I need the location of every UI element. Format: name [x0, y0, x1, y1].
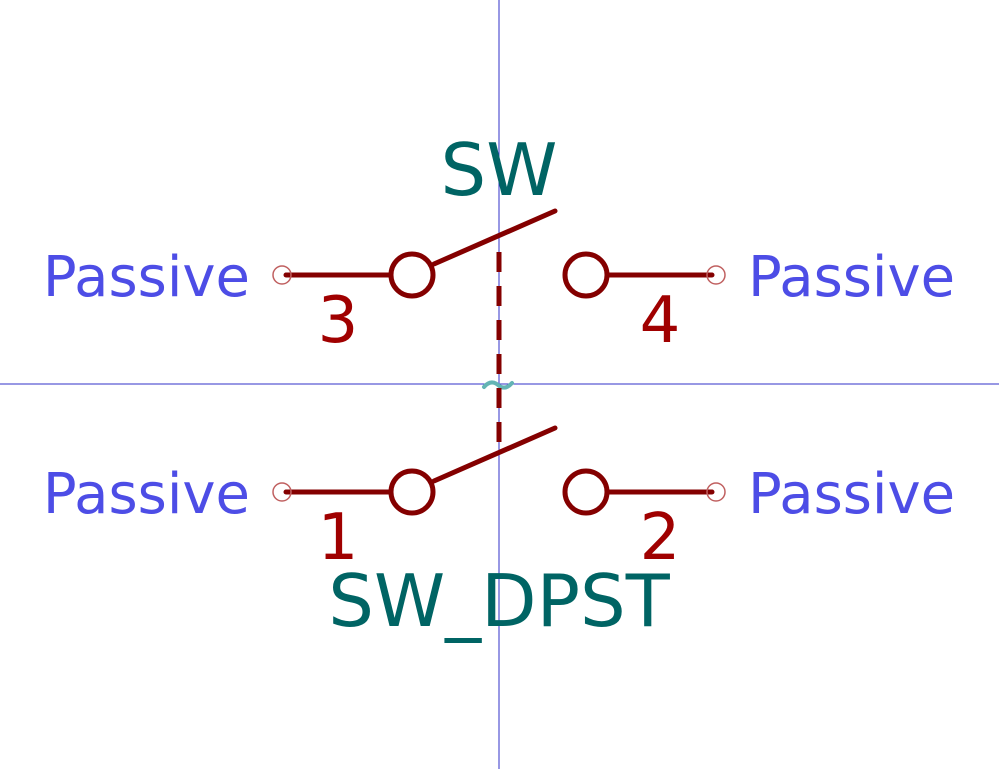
pin-2-number: 2: [640, 501, 681, 575]
reference-field[interactable]: SW: [441, 128, 558, 212]
pin-4-type: Passive: [748, 245, 955, 310]
pin-3-type: Passive: [43, 245, 250, 310]
lever-bottom: [431, 425, 558, 484]
lever-top: [431, 208, 558, 267]
pin-3-end[interactable]: [272, 265, 292, 285]
contact-4: [562, 251, 610, 299]
pin-1-number: 1: [318, 501, 359, 575]
pin-1-end[interactable]: [272, 482, 292, 502]
pin-4-end[interactable]: [706, 265, 726, 285]
contact-1: [388, 468, 436, 516]
origin-marker-icon: [482, 380, 514, 390]
pin-3-number: 3: [318, 284, 359, 358]
value-field[interactable]: SW_DPST: [328, 559, 670, 643]
contact-3: [388, 251, 436, 299]
pin-2-end[interactable]: [706, 482, 726, 502]
contact-2: [562, 468, 610, 516]
pin-1-type: Passive: [43, 462, 250, 527]
pin-2-type: Passive: [748, 462, 955, 527]
pin-4-number: 4: [640, 284, 681, 358]
